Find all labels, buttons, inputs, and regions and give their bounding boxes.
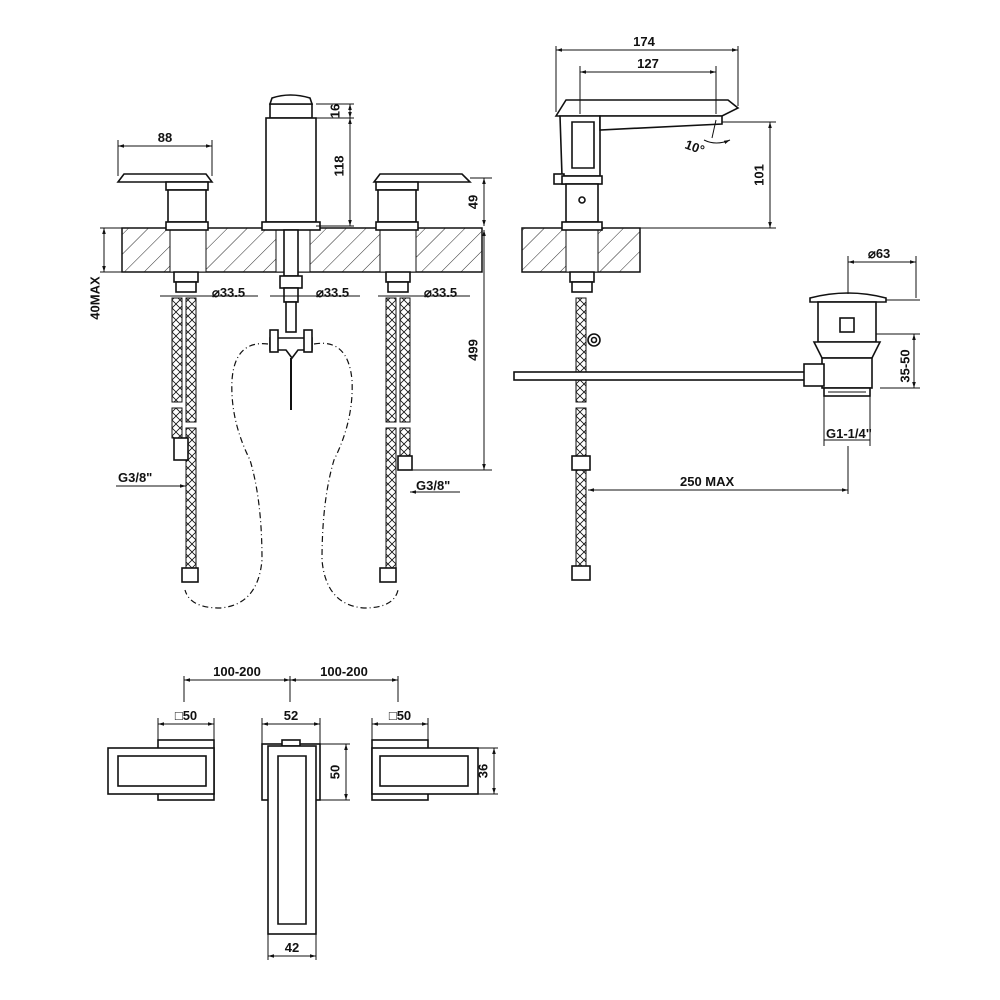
flexible-loop-left <box>184 343 269 609</box>
dim-spout-depth: 50 <box>327 765 342 779</box>
dim-hole-left: ⌀33.5 <box>212 285 245 300</box>
top-left-handle <box>107 739 215 801</box>
side-faucet-body <box>553 99 740 293</box>
dim-spout-base: 42 <box>285 940 299 955</box>
top-view: 100-200 100-200 □50 52 50 42 <box>107 664 498 960</box>
left-hoses <box>171 297 199 583</box>
dim-handle-height: 49 <box>465 195 480 209</box>
dim-spacing-left: 100-200 <box>213 664 261 679</box>
dim-handle-left-size: □50 <box>175 708 197 723</box>
top-right-handle <box>371 739 479 801</box>
flexible-loop-right <box>313 342 399 609</box>
dim-waste-thread: G1-1/4" <box>826 426 872 441</box>
dim-handle-right-size: □50 <box>389 708 411 723</box>
dim-rod-max: 250 MAX <box>680 474 735 489</box>
dim-hole-center: ⌀33.5 <box>316 285 349 300</box>
dim-waste-height: 35-50 <box>897 349 912 382</box>
dim-overall-depth: 174 <box>633 34 655 49</box>
dim-thread-right: G3/8" <box>416 478 450 493</box>
dim-spout-width: 52 <box>284 708 298 723</box>
left-handle <box>116 173 214 293</box>
dim-angle: 10° <box>683 137 707 158</box>
t-connector <box>269 301 313 410</box>
spout <box>261 94 321 303</box>
dim-spout-reach: 127 <box>637 56 659 71</box>
dim-waste-diameter: ⌀63 <box>868 246 890 261</box>
dim-hose-length: 499 <box>465 339 480 361</box>
front-view: 88 16 118 49 499 40MAX ⌀33.5 ⌀33.5 ⌀33.5… <box>87 94 492 609</box>
top-spout <box>261 739 321 935</box>
waste-valve <box>803 292 887 397</box>
dim-handle-width: 88 <box>158 130 172 145</box>
dim-thickness-max: 40MAX <box>87 276 102 320</box>
dim-spout-top: 16 <box>327 104 342 118</box>
side-hoses <box>571 297 601 581</box>
right-hoses <box>379 297 413 583</box>
popup-rod <box>513 371 807 381</box>
side-view: 174 127 10° 101 ⌀63 35-50 G1-1/4" 250 MA… <box>513 34 920 581</box>
right-handle <box>372 173 472 293</box>
dim-thread-left: G3/8" <box>118 470 152 485</box>
dim-handle-depth: 36 <box>475 764 490 778</box>
dim-spout-height: 118 <box>331 156 346 177</box>
dim-side-spout-height: 101 <box>751 164 766 186</box>
dim-hole-right: ⌀33.5 <box>424 285 457 300</box>
dim-spacing-right: 100-200 <box>320 664 368 679</box>
